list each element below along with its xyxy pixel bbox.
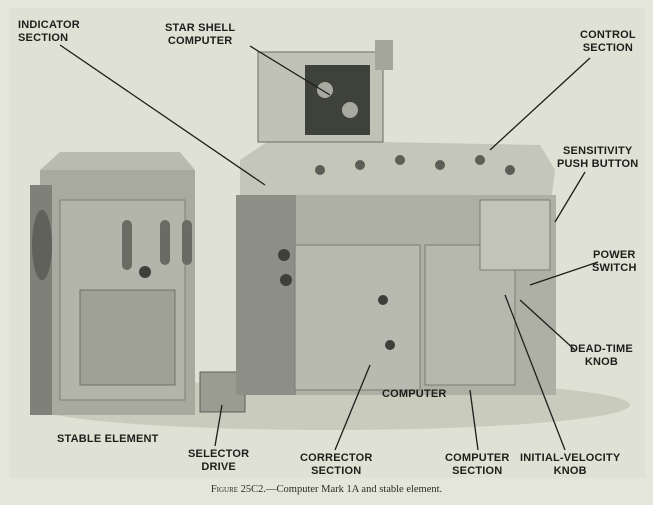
label-line: SECTION [582, 42, 634, 54]
label-line: INDICATOR [18, 19, 80, 31]
label-line: KNOB [553, 465, 587, 477]
label-line: SECTION [311, 465, 362, 477]
label-line: COMPUTER [167, 35, 233, 47]
label-line: SENSITIVITY [563, 145, 633, 157]
star-shell-computer-unit [257, 40, 393, 143]
label-line: KNOB [584, 356, 619, 368]
figure-number: Figure 25C2. [210, 484, 267, 495]
label-star-shell-computer: STAR SHELL COMPUTER [165, 22, 235, 48]
label-line: DRIVE [201, 461, 236, 473]
label-line: DEAD-TIME [570, 343, 633, 355]
label-initial-velocity-knob: INITIAL-VELOCITY KNOB [520, 452, 620, 478]
label-dead-time-knob: DEAD-TIME KNOB [570, 343, 633, 369]
figure-caption: Figure 25C2.—Computer Mark 1A and stable… [0, 484, 653, 495]
label-line: STAR SHELL [165, 22, 236, 34]
label-control-section: CONTROL SECTION [580, 29, 636, 55]
label-power-switch: POWER SWITCH [592, 249, 637, 275]
label-line: POWER [593, 249, 636, 261]
label-selector-drive: SELECTOR DRIVE [188, 448, 249, 474]
label-line: CORRECTOR [300, 452, 373, 464]
label-indicator-section: INDICATOR SECTION [18, 19, 80, 45]
label-line: COMPUTER [445, 452, 510, 464]
label-computer-section: COMPUTER SECTION [445, 452, 510, 478]
label-stable-element: STABLE ELEMENT [57, 433, 159, 445]
label-computer: COMPUTER [382, 388, 447, 400]
computer-unit [236, 140, 556, 395]
leader-lines [59, 44, 599, 451]
label-line: SWITCH [592, 262, 637, 274]
label-line: PUSH BUTTON [557, 158, 639, 170]
label-line: INITIAL-VELOCITY [520, 452, 621, 464]
label-line: SELECTOR [188, 448, 250, 460]
label-line: CONTROL [580, 29, 636, 41]
label-line: SECTION [452, 465, 503, 477]
label-corrector-section: CORRECTOR SECTION [300, 452, 373, 478]
label-sensitivity-push-button: SENSITIVITY PUSH BUTTON [557, 145, 638, 171]
stable-element-unit [30, 152, 195, 415]
caption-text: —Computer Mark 1A and stable element. [266, 484, 443, 495]
label-line: SECTION [18, 32, 69, 44]
